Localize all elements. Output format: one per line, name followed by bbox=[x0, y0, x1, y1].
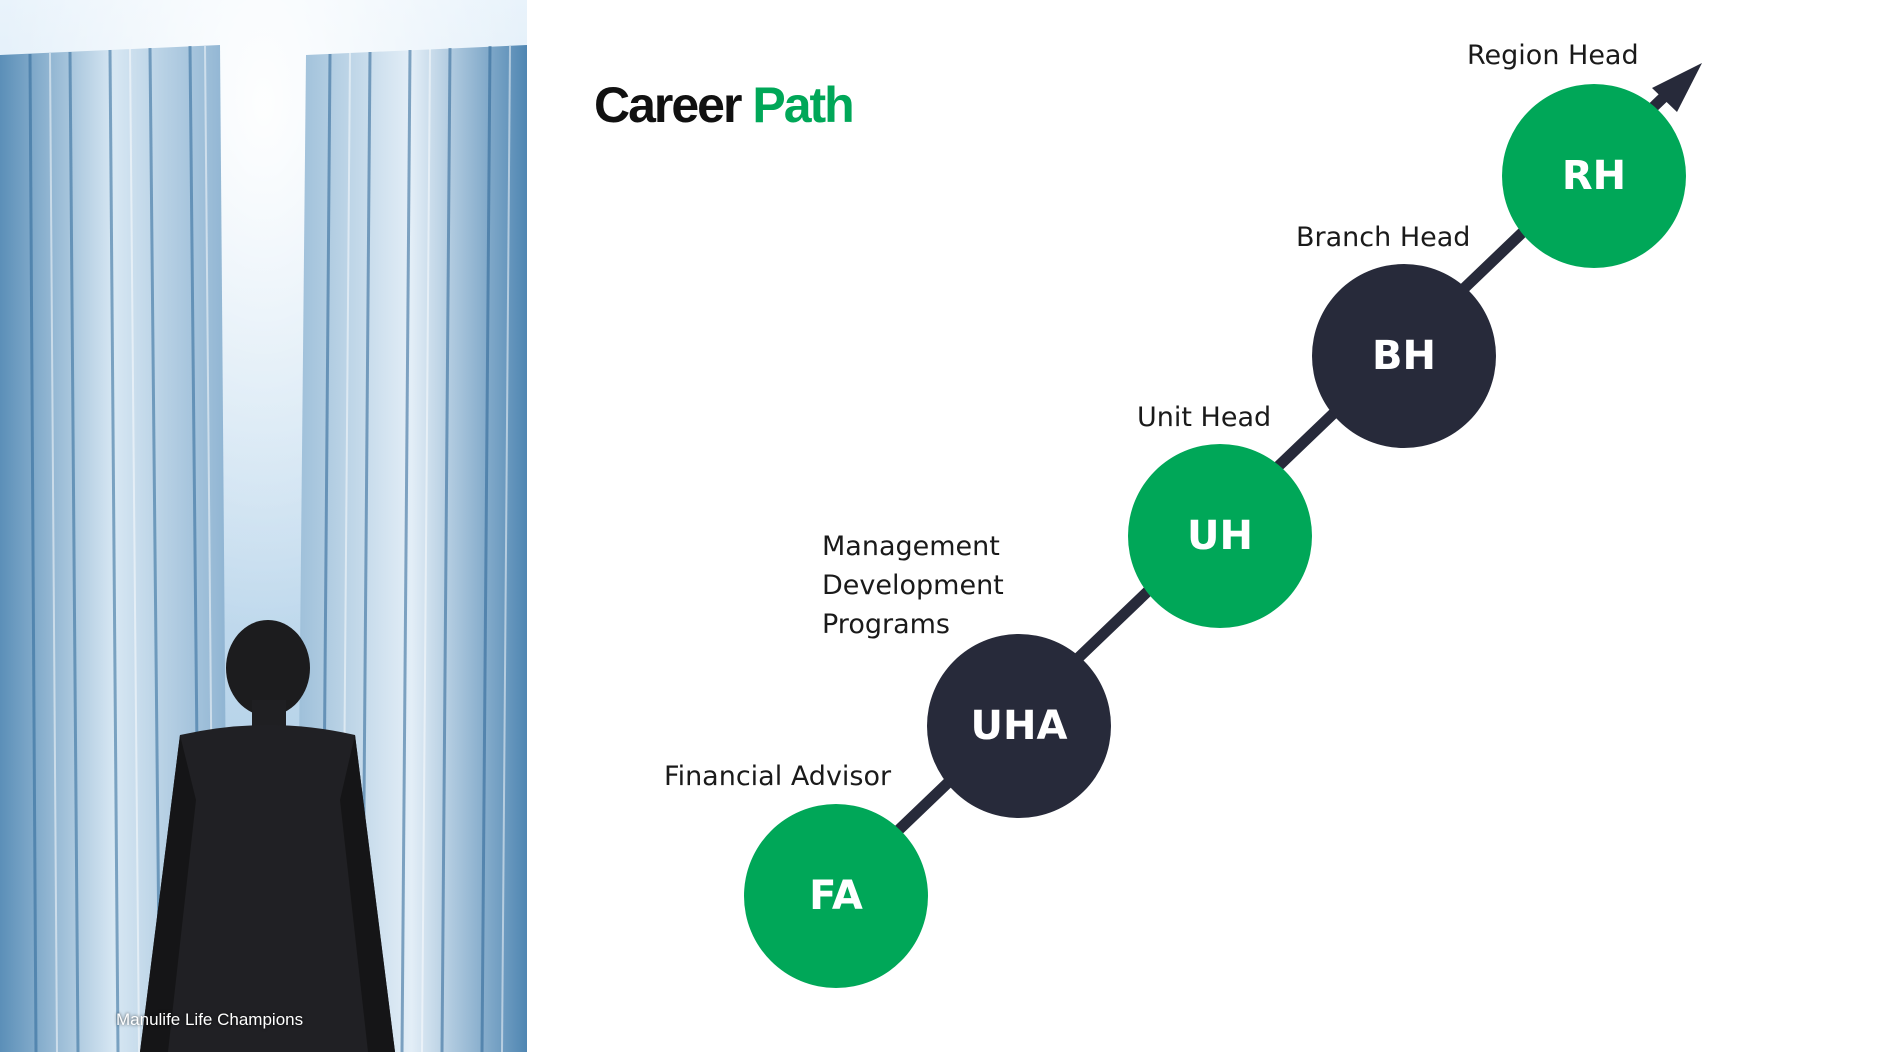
stage-node-uha: UHA bbox=[927, 634, 1111, 818]
stage-label-line: Management bbox=[822, 531, 1000, 562]
stage-label-region-head: Region Head bbox=[1467, 40, 1639, 71]
skyscraper-photo: Manulife Life Champions bbox=[0, 0, 527, 1052]
stage-abbreviation: UH bbox=[1187, 513, 1253, 559]
stage-label-branch-head: Branch Head bbox=[1296, 222, 1471, 253]
skyscraper-illustration bbox=[0, 0, 527, 1052]
stage-label-management-development-programs: Management Development Programs bbox=[822, 527, 1004, 644]
stage-circle bbox=[927, 634, 1111, 818]
stage-abbreviation: BH bbox=[1372, 333, 1436, 379]
stage-circle bbox=[1312, 264, 1496, 448]
title-word-path: Path bbox=[752, 77, 854, 133]
stage-abbreviation: FA bbox=[809, 873, 863, 919]
stage-circle bbox=[1128, 444, 1312, 628]
stage-label-line: Programs bbox=[822, 609, 950, 640]
stage-node-fa: FA bbox=[744, 804, 928, 988]
person-silhouette bbox=[140, 620, 395, 1052]
stage-label-financial-advisor: Financial Advisor bbox=[664, 761, 892, 792]
career-arrowhead bbox=[1652, 63, 1702, 112]
title-word-career: Career bbox=[594, 77, 742, 133]
page-title: Career Path bbox=[594, 76, 855, 134]
stage-abbreviation: RH bbox=[1562, 153, 1626, 199]
stage-label-unit-head: Unit Head bbox=[1137, 402, 1272, 433]
stage-circle bbox=[1502, 84, 1686, 268]
stage-circle bbox=[744, 804, 928, 988]
stage-node-bh: BH bbox=[1312, 264, 1496, 448]
stage-abbreviation: UHA bbox=[971, 703, 1068, 749]
stage-node-uh: UH bbox=[1128, 444, 1312, 628]
stage-node-rh: RH bbox=[1502, 84, 1686, 268]
photo-credit: Manulife Life Champions bbox=[116, 1010, 304, 1029]
stage-label-line: Development bbox=[822, 570, 1004, 601]
